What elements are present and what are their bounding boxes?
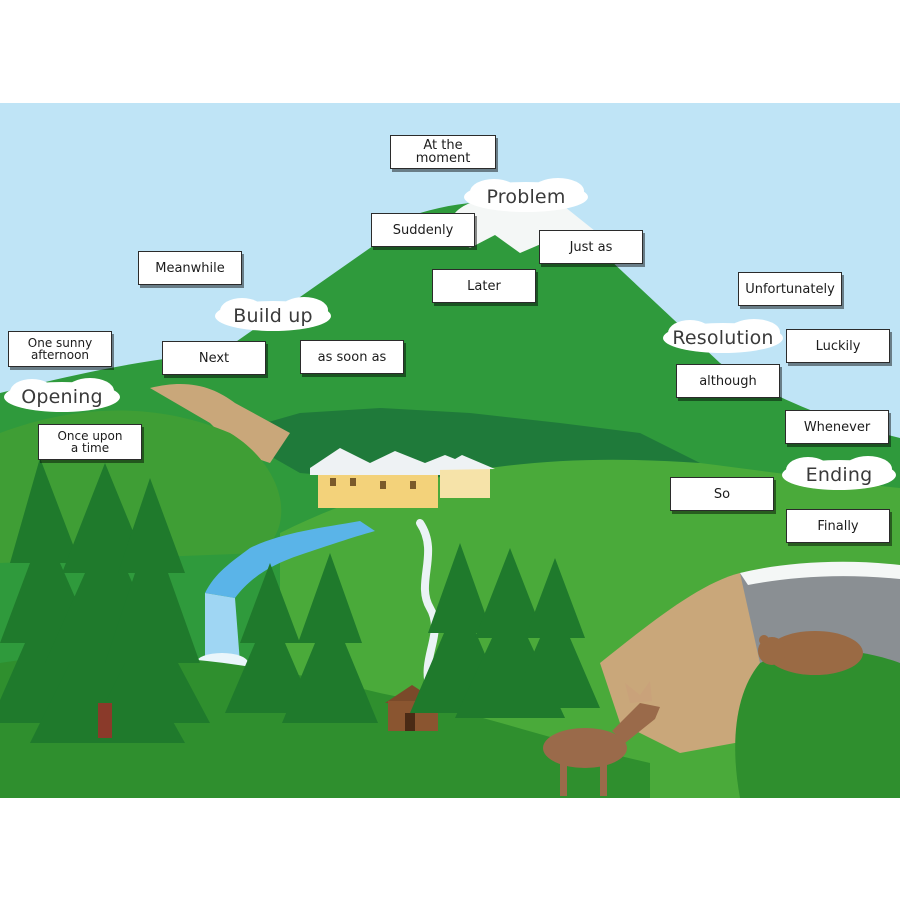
card-luckily[interactable]: Luckily: [786, 329, 890, 363]
left-trees: [0, 458, 210, 743]
landscape-illustration: [0, 103, 900, 798]
resolution-label: Resolution: [672, 327, 774, 349]
card-later[interactable]: Later: [432, 269, 536, 303]
card-meanwhile[interactable]: Meanwhile: [138, 251, 242, 285]
moose: [543, 681, 660, 796]
card-just-as[interactable]: Just as: [539, 230, 643, 264]
problem-heading: Problem: [462, 177, 590, 217]
bear: [758, 631, 863, 675]
middle-trees: [225, 543, 600, 723]
right-bushes: [735, 649, 900, 798]
opening-heading: Opening: [2, 377, 122, 417]
card-next[interactable]: Next: [162, 341, 266, 375]
chimney-smoke: [416, 519, 439, 692]
build-up-label: Build up: [233, 305, 313, 327]
cloud-shape: [663, 319, 783, 353]
river: [205, 521, 375, 598]
cloud-shape: [782, 456, 896, 490]
problem-label: Problem: [486, 186, 566, 208]
card-finally[interactable]: Finally: [786, 509, 890, 543]
waterfall: [205, 593, 240, 663]
card-although[interactable]: although: [676, 364, 780, 398]
card-unfortunately[interactable]: Unfortunately: [738, 272, 842, 306]
card-once-upon-a-time[interactable]: Once upon a time: [38, 424, 142, 460]
card-as-soon-as[interactable]: as soon as: [300, 340, 404, 374]
card-so[interactable]: So: [670, 477, 774, 511]
card-whenever[interactable]: Whenever: [785, 410, 889, 444]
cloud-shape: [4, 378, 120, 412]
resolution-heading: Resolution: [662, 318, 784, 358]
mountain-scene: [0, 103, 900, 798]
ending-label: Ending: [805, 464, 873, 486]
cloud-shape: [215, 297, 331, 331]
card-suddenly[interactable]: Suddenly: [371, 213, 475, 247]
ending-heading: Ending: [780, 455, 898, 495]
village: [310, 448, 495, 508]
build-up-heading: Build up: [212, 296, 334, 336]
card-at-the-moment[interactable]: At the moment: [390, 135, 496, 169]
opening-label: Opening: [21, 386, 103, 408]
cliff-snow: [740, 561, 900, 585]
cloud-shape: [464, 178, 588, 212]
card-one-sunny-afternoon[interactable]: One sunny afternoon: [8, 331, 112, 367]
tree-trunk: [98, 703, 112, 738]
left-cliff: [150, 383, 290, 463]
